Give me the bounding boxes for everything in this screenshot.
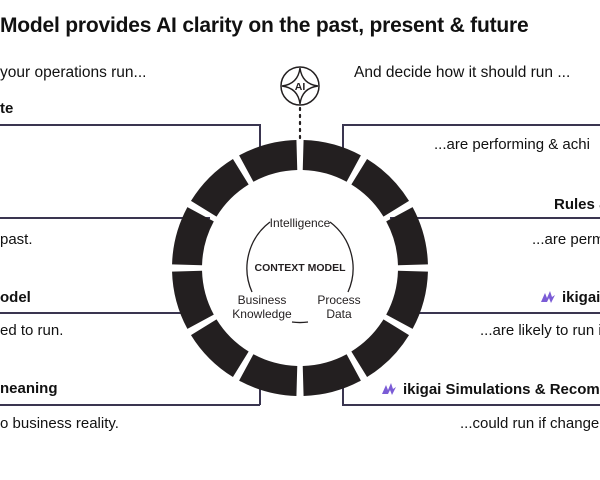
ring-segment xyxy=(190,319,249,378)
ring-segment xyxy=(386,270,428,329)
right-connector-1 xyxy=(342,124,344,148)
right-row-1-text: ...are performing & achi xyxy=(434,136,590,153)
right-divider-2 xyxy=(390,217,600,219)
left-divider-3 xyxy=(0,312,210,314)
right-divider-3 xyxy=(390,312,600,314)
cycle-arc-bottom xyxy=(291,321,309,324)
ring-segment xyxy=(239,354,298,396)
ring-segment xyxy=(351,158,410,217)
ring xyxy=(172,140,428,396)
ring-segment xyxy=(351,319,410,378)
left-row-2-text: past. xyxy=(0,231,33,248)
sparkle-icon xyxy=(281,67,319,105)
left-row-1-heading: te xyxy=(0,100,14,117)
left-connector-4 xyxy=(259,382,261,405)
ring-segment xyxy=(172,207,214,266)
ring-segment xyxy=(190,158,249,217)
right-divider-1 xyxy=(342,124,600,126)
left-row-4-heading: neaning xyxy=(0,380,58,397)
right-row-4-text: ...could run if change xyxy=(460,415,600,432)
right-row-4-heading-wrap: ikigai Simulations & Recomm xyxy=(381,381,600,400)
ring-segment xyxy=(172,270,214,329)
ai-badge-label: AI xyxy=(295,81,306,93)
left-row-3-text: ed to run. xyxy=(0,322,64,339)
right-row-2-heading: Rules & xyxy=(554,196,600,213)
right-row-3-heading: ikigai xyxy=(562,289,600,306)
right-connector-4 xyxy=(342,382,344,405)
right-row-4-heading: ikigai Simulations & Recomm xyxy=(403,381,600,398)
ring-segment xyxy=(386,207,428,266)
process-label-line2: Data xyxy=(326,307,352,321)
ring-segment xyxy=(239,140,298,182)
ai-badge-circle xyxy=(280,66,320,106)
ikigai-logo-icon xyxy=(381,382,397,400)
left-row-3-heading: odel xyxy=(0,289,31,306)
left-row-4-text: o business reality. xyxy=(0,415,119,432)
cycle-arc-left xyxy=(246,221,271,293)
business-label-line1: Business xyxy=(238,293,287,307)
business-label-line2: Knowledge xyxy=(232,307,292,321)
left-divider-4 xyxy=(0,404,260,406)
left-divider-1 xyxy=(0,124,260,126)
page-title: Model provides AI clarity on the past, p… xyxy=(0,14,529,37)
right-row-3-heading-wrap: ikigai xyxy=(540,289,600,308)
intelligence-label: Intelligence xyxy=(270,216,331,230)
ikigai-logo-icon xyxy=(540,290,556,308)
left-connector-1 xyxy=(259,124,261,148)
process-label-line1: Process xyxy=(317,293,360,307)
left-subtitle: your operations run... xyxy=(0,64,147,81)
context-model-label: CONTEXT MODEL xyxy=(255,262,347,274)
left-divider-2 xyxy=(0,217,210,219)
right-divider-4 xyxy=(342,404,600,406)
cycle-arc-right xyxy=(329,221,354,293)
ai-badge: AI xyxy=(280,66,320,106)
right-row-3-text: ...are likely to run i xyxy=(480,322,600,339)
ring-segment xyxy=(302,354,361,396)
right-subtitle: And decide how it should run ... xyxy=(354,64,571,81)
ring-segment xyxy=(302,140,361,182)
right-row-2-text: ...are perm xyxy=(532,231,600,248)
